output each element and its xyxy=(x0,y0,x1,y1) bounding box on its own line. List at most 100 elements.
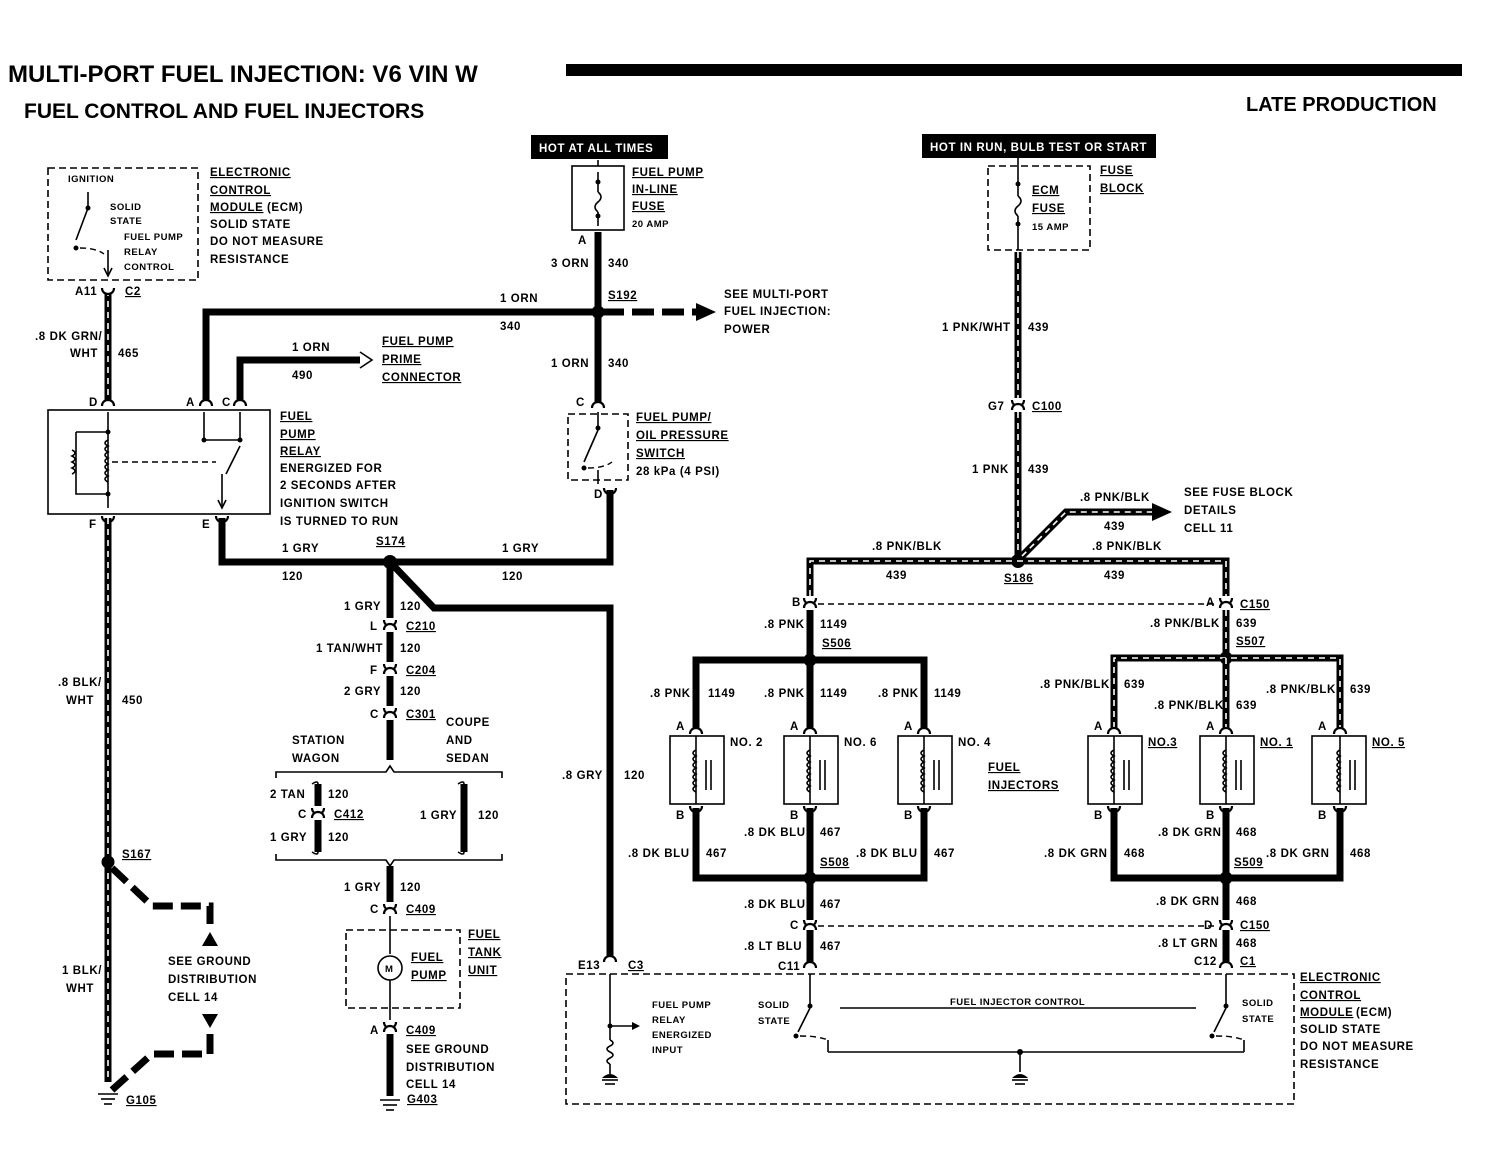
wire-120-color-c: 2 GRY xyxy=(344,686,381,698)
wire-465-circuit: 465 xyxy=(118,348,139,360)
ground-g403-icon xyxy=(380,1099,400,1111)
injector-no3-label: NO.3 xyxy=(1148,737,1177,749)
title-bar xyxy=(566,64,1462,76)
fuse-block-box xyxy=(987,165,1091,251)
wire-639-bank xyxy=(1110,654,1344,728)
injector-no3 xyxy=(1087,726,1143,814)
inj2-feed-color: .8 PNK xyxy=(650,688,691,700)
wire-120-circuit-right: 120 xyxy=(502,571,523,583)
inj5-feed-color: .8 PNK/BLK xyxy=(1266,684,1336,696)
splice-s508 xyxy=(803,871,817,885)
c150-pin-a: A xyxy=(1206,597,1215,609)
ecm-fp-input-label-4: INPUT xyxy=(652,1045,683,1056)
oil-switch-label-2: OIL PRESSURE xyxy=(636,430,729,442)
ecm-top-label-6: RESISTANCE xyxy=(210,254,289,266)
ecm-bottom-label-4: SOLID STATE xyxy=(1300,1024,1381,1036)
coupe-wire-color: 1 GRY xyxy=(420,810,457,822)
pin-l: L xyxy=(370,621,378,633)
wire-439-color-top: 1 PNK/WHT xyxy=(942,322,1011,334)
oil-switch-pin-d: D xyxy=(594,489,603,501)
prime-connector-label-3: CONNECTOR xyxy=(382,372,461,384)
wire-450-color-1: .8 BLK/ xyxy=(58,677,102,689)
injector-no5 xyxy=(1311,726,1367,814)
injector-no1 xyxy=(1199,726,1255,814)
inj4-feed-color: .8 PNK xyxy=(878,688,919,700)
c150-pin-c: C xyxy=(790,920,799,932)
ecm-fuse-label-1: ECM xyxy=(1032,185,1059,197)
relay-coil-icon xyxy=(70,412,216,508)
ecm-pin-c11: C11 xyxy=(778,961,800,973)
hot-in-run-banner xyxy=(922,134,1156,158)
inj4-pin-b: B xyxy=(904,810,913,822)
hot-at-all-times-banner xyxy=(531,135,668,159)
wagon-wire-color-a: 2 TAN xyxy=(270,789,305,801)
wire-g105-color-2: WHT xyxy=(66,983,94,995)
relay-label-1: FUEL xyxy=(280,411,312,423)
relay-pin-c: C xyxy=(222,397,231,409)
oil-switch-label-3: SWITCH xyxy=(636,448,685,460)
ecm-top-label-1: ELECTRONIC xyxy=(210,167,291,179)
see-mpfi-label-3: POWER xyxy=(724,324,771,336)
inj6-feed-color: .8 PNK xyxy=(764,688,805,700)
injector-no2-label: NO. 2 xyxy=(730,737,763,749)
ecm-fp-input-label-1: FUEL PUMP xyxy=(652,1000,711,1011)
wagon-wire-color-b: 1 GRY xyxy=(270,832,307,844)
inj2-pin-a: A xyxy=(676,721,685,733)
inline-fuse-label-1: FUEL PUMP xyxy=(632,167,704,179)
wire-450-circuit: 450 xyxy=(122,695,143,707)
wire-340-color-top: 3 ORN xyxy=(551,258,589,270)
ecm-top-label-2: CONTROL xyxy=(210,185,271,197)
wire-467-ecm-color: .8 LT BLU xyxy=(744,941,802,953)
wagon-wire-circuit-a: 120 xyxy=(328,789,349,801)
inj6-return-circuit: 467 xyxy=(820,827,841,839)
injector-no4-label: NO. 4 xyxy=(958,737,991,749)
splice-s508-label: S508 xyxy=(820,857,849,869)
inj3-pin-b: B xyxy=(1094,810,1103,822)
ecm-top-label-4: SOLID STATE xyxy=(210,219,291,231)
wire-1149-trunk-circuit: 1149 xyxy=(820,619,847,631)
wire-467-trunk-color: .8 DK BLU xyxy=(744,899,806,911)
c150-pin-d: D xyxy=(1204,920,1213,932)
connector-c301: C301 xyxy=(406,709,436,721)
splice-s192-label: S192 xyxy=(608,290,637,302)
see-fuse-block-label-1: SEE FUSE BLOCK xyxy=(1184,487,1293,499)
wire-490-circuit: 490 xyxy=(292,370,313,382)
arrow-down-icon xyxy=(202,1014,218,1028)
wire-468-trunk-color: .8 DK GRN xyxy=(1156,896,1220,908)
wire-439-right-circuit: 439 xyxy=(1104,570,1125,582)
connector-c2: C2 xyxy=(125,286,141,298)
splice-s506-label: S506 xyxy=(822,638,851,650)
inj5-pin-b: B xyxy=(1318,810,1327,822)
tank-unit-label-1: FUEL xyxy=(468,929,500,941)
injector-no2 xyxy=(669,726,725,814)
coupe-label-1: COUPE xyxy=(446,717,490,729)
ecm-fp-input-label-3: ENERGIZED xyxy=(652,1030,712,1041)
pump-pin-c: C xyxy=(370,904,379,916)
pump-ground-label-1: SEE GROUND xyxy=(406,1044,489,1056)
wire-120-color-b: 1 TAN/WHT xyxy=(316,643,383,655)
relay-label-6: IGNITION SWITCH xyxy=(280,498,389,510)
see-fuse-block-label-3: CELL 11 xyxy=(1184,523,1233,535)
connector-c3: C3 xyxy=(628,960,644,972)
oil-switch-label-1: FUEL PUMP/ xyxy=(636,412,712,424)
ground-g105-label: G105 xyxy=(126,1095,157,1107)
wire-340-circuit-top: 340 xyxy=(608,258,629,270)
arrow-up-icon xyxy=(202,932,218,946)
ecm-bottom-label-6: RESISTANCE xyxy=(1300,1059,1379,1071)
ecm-pin-a11: A11 xyxy=(75,286,97,298)
connector-c412: C412 xyxy=(334,809,364,821)
inj1-return-color: .8 DK GRN xyxy=(1158,827,1222,839)
inj5-feed-circuit: 639 xyxy=(1350,684,1371,696)
wire-120-color-right: 1 GRY xyxy=(502,543,539,555)
hot-in-run-label: HOT IN RUN, BULB TEST OR START xyxy=(930,142,1147,154)
inline-fuse-pin-a: A xyxy=(578,235,587,247)
station-wagon-label-1: STATION xyxy=(292,735,345,747)
ecm-left-state: STATE xyxy=(758,1016,790,1027)
relay-label-2: PUMP xyxy=(280,429,316,441)
splice-s507-label: S507 xyxy=(1236,636,1265,648)
inline-fuse-label-2: IN-LINE xyxy=(632,184,678,196)
prime-connector-label-2: PRIME xyxy=(382,354,421,366)
inj4-pin-a: A xyxy=(904,721,913,733)
ecm-right-solid: SOLID xyxy=(1242,998,1274,1009)
